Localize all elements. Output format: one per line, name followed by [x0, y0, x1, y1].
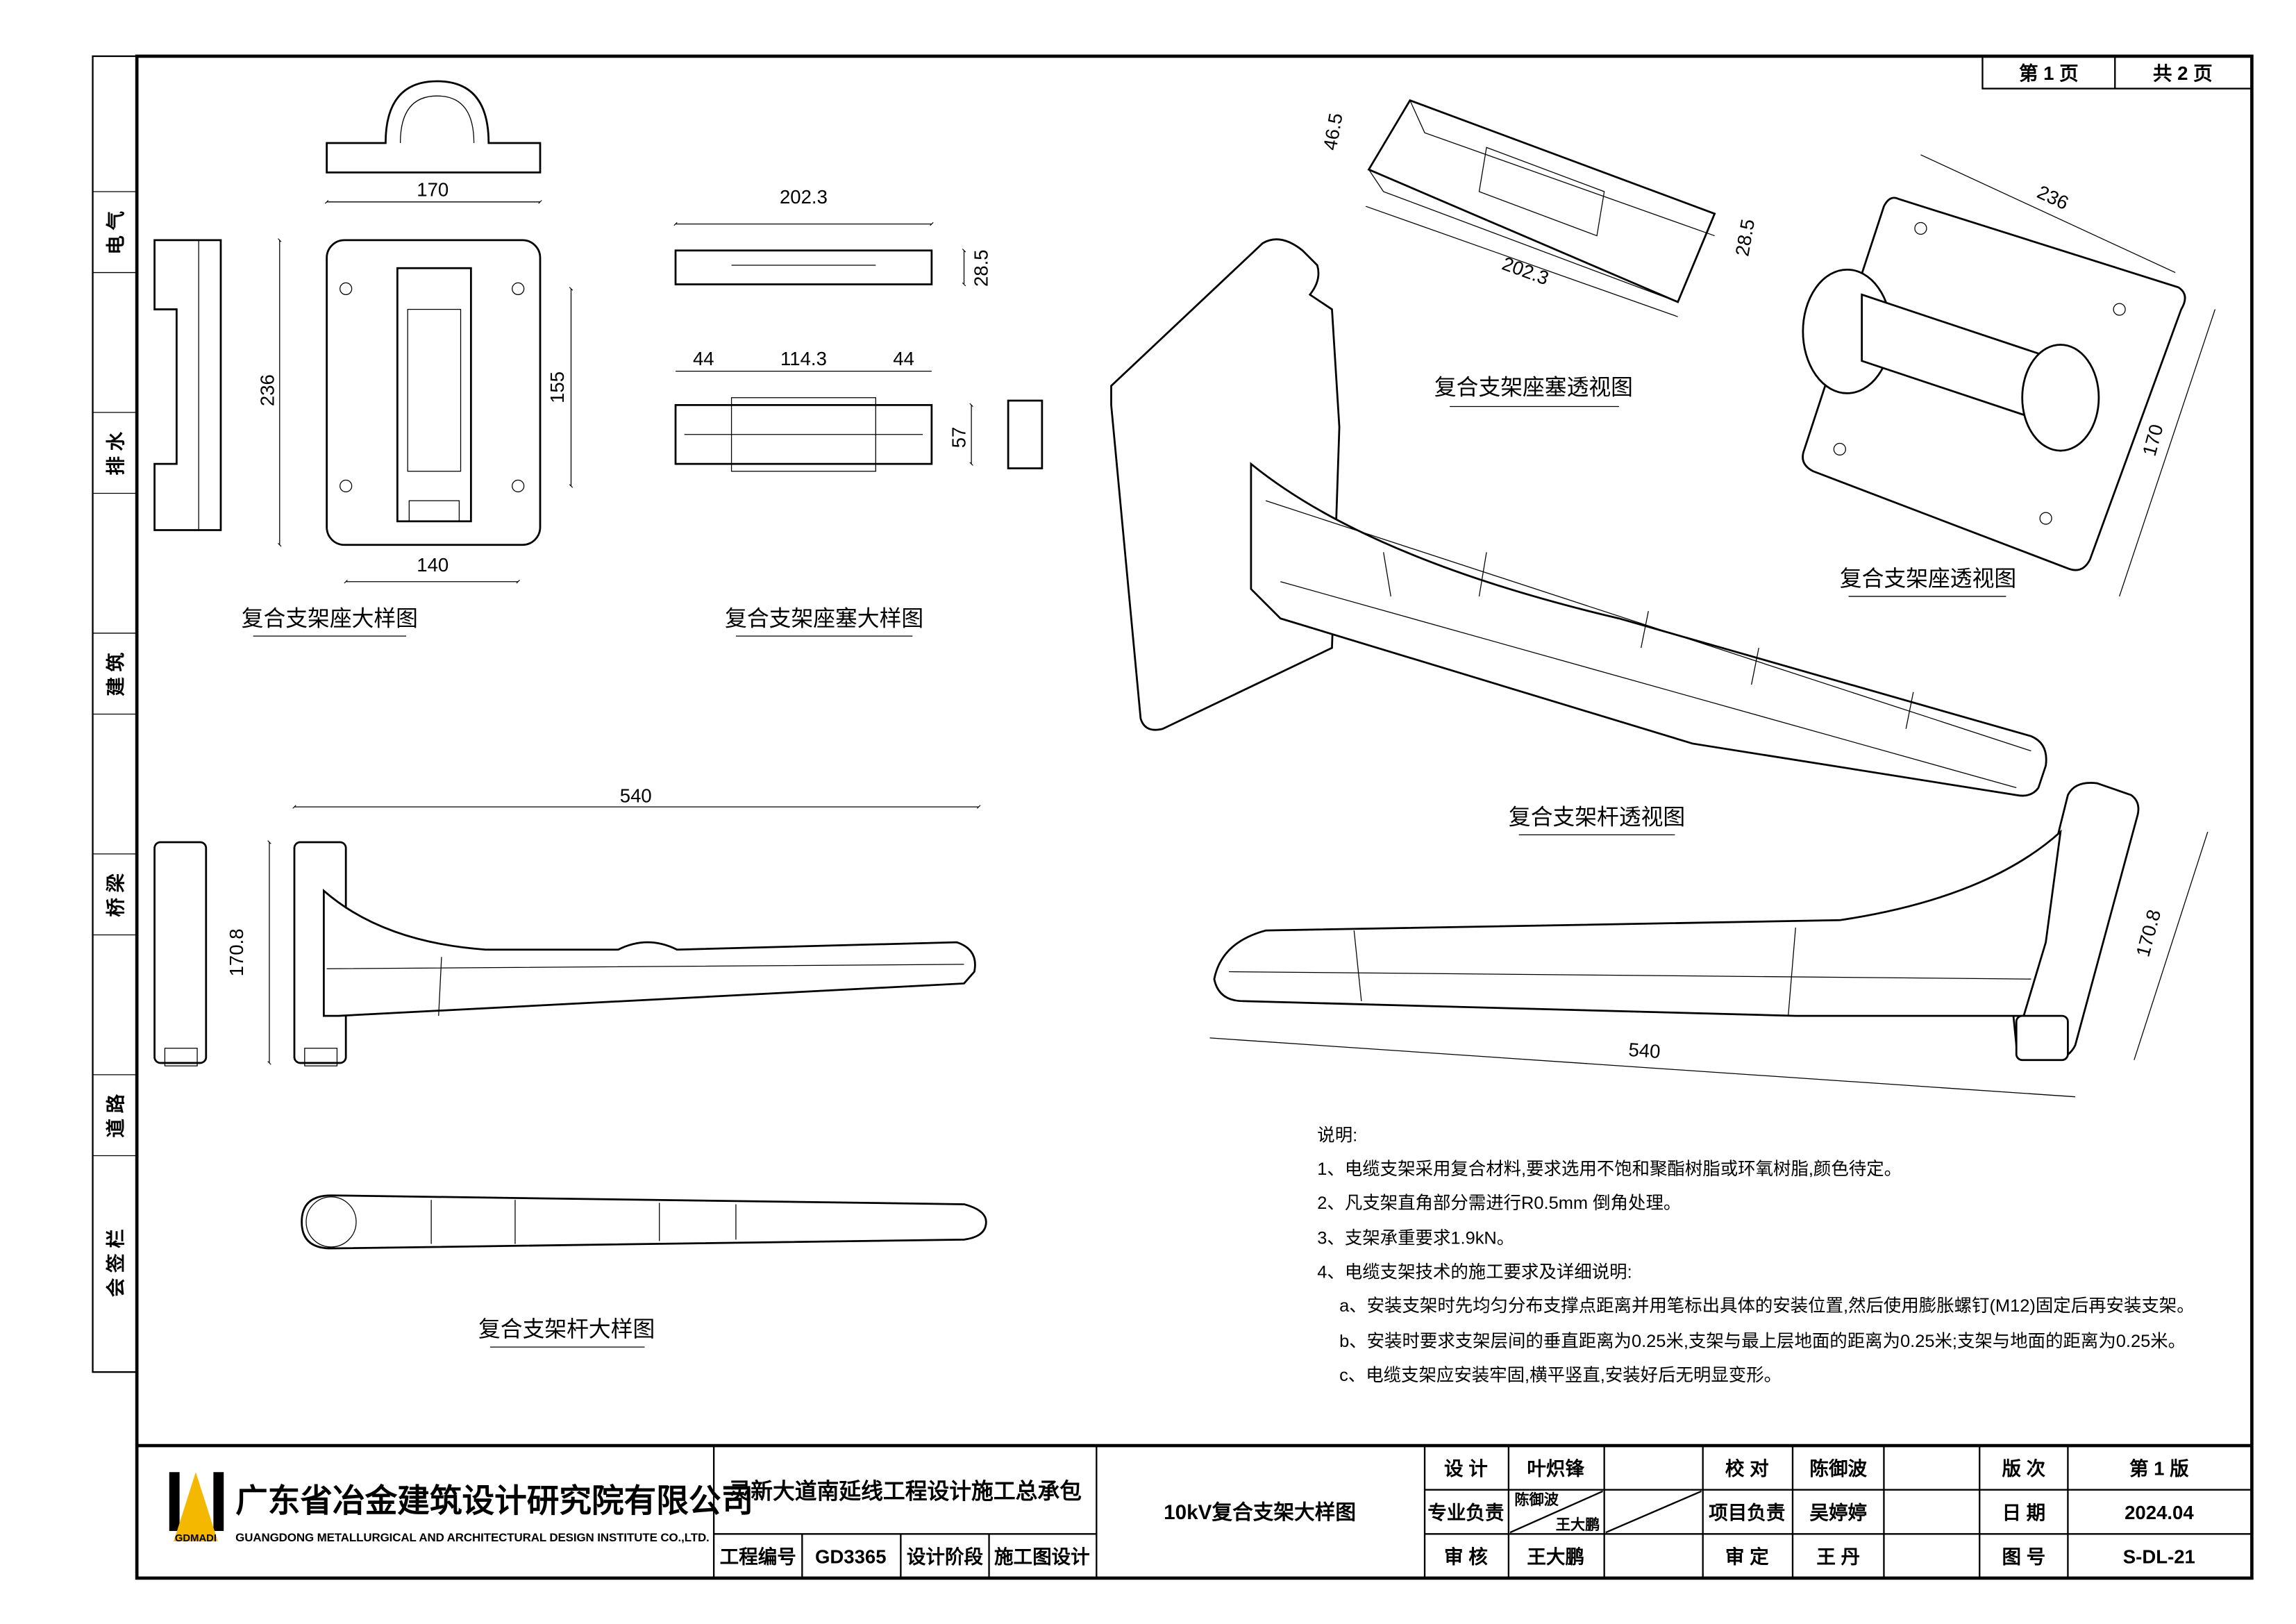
pm: 吴婷婷: [1809, 1502, 1867, 1523]
approve-label: 审 定: [1725, 1546, 1769, 1568]
design-notes: 说明: 1、电缆支架采用复合材料,要求选用不饱和聚酯树脂或环氧树脂,颜色待定。 …: [1317, 1125, 2194, 1385]
seat-detail-drawing: 170 236 155 140 复合支架座大样图: [153, 80, 573, 637]
sign-off-sidebar: 电 气 排 水 建 筑 桥 梁 道 路 会 签 栏: [92, 55, 138, 1373]
note-item: b、安装时要求支架层间的垂直距离为0.25米,支架与最上层地面的距离为0.25米…: [1339, 1332, 2186, 1351]
company-logo: GDMADI: [169, 1472, 224, 1544]
version: 第 1 版: [2129, 1458, 2189, 1480]
sidebar-label-architecture: 建 筑: [105, 652, 126, 696]
version-label: 版 次: [2002, 1458, 2045, 1480]
check-label: 校 对: [1725, 1458, 1769, 1480]
dim-plug-length: 202.3: [780, 186, 828, 208]
reviewer: 王大鹏: [1527, 1546, 1584, 1568]
dim-seat-height: 236: [256, 374, 278, 406]
drawing-title: 10kV复合支架大样图: [1164, 1500, 1356, 1524]
arm-perspective-drawing: 复合支架杆透视图: [1110, 238, 2047, 835]
sidebar-label-electrical: 电 气: [105, 211, 126, 255]
plug-perspective-drawing: 46.5 202.3 28.5 复合支架座塞透视图: [1319, 99, 1759, 408]
note-item: a、安装支架时先均匀分布支撑点距离并用笔标出具体的安装位置,然后使用膨胀螺钉(M…: [1339, 1296, 2195, 1316]
caption-plug-perspective: 复合支架座塞透视图: [1434, 375, 1633, 400]
dim-plug-persp-height: 46.5: [1319, 111, 1347, 151]
caption-arm-perspective: 复合支架杆透视图: [1509, 805, 1685, 830]
drawing-no-label: 图 号: [2002, 1546, 2045, 1568]
stage-value: 施工图设计: [994, 1546, 1090, 1568]
note-item: 1、电缆支架采用复合材料,要求选用不饱和聚酯树脂或环氧树脂,颜色待定。: [1317, 1160, 1902, 1179]
project-no: GD3365: [815, 1546, 887, 1568]
title-block: GDMADI 广东省冶金建筑设计研究院有限公司 GUANGDONG METALL…: [137, 1443, 2252, 1578]
caption-plug-detail: 复合支架座塞大样图: [725, 605, 923, 630]
sidebar-label-countersign: 会 签 栏: [105, 1229, 126, 1297]
notes-title: 说明:: [1317, 1125, 1357, 1145]
caption-arm-detail: 复合支架杆大样图: [478, 1316, 655, 1341]
dim-seat-width: 170: [417, 178, 449, 200]
dim-plug-persp-thickness: 28.5: [1731, 217, 1759, 258]
dim-plug-persp-length: 202.3: [1500, 253, 1552, 290]
page-total: 共 2 页: [2153, 62, 2213, 84]
dim-seat-persp-height: 170: [2138, 422, 2168, 458]
dim-plug-end-left: 44: [693, 348, 714, 369]
arm-perspective-dimensioned-drawing: 540 170.8: [1209, 782, 2209, 1098]
discipline-label: 专业负责: [1427, 1502, 1504, 1523]
dim-seat-hole-v: 155: [546, 371, 568, 403]
designer: 叶炽锋: [1527, 1458, 1584, 1480]
project-name: 灵新大道南延线工程设计施工总承包: [728, 1478, 1082, 1503]
dim-arm-persp-length: 540: [1628, 1039, 1661, 1062]
design-label: 设 计: [1444, 1458, 1488, 1480]
sidebar-label-bridge: 桥 梁: [105, 873, 126, 916]
date-label: 日 期: [2002, 1502, 2045, 1523]
company-name-cn: 广东省冶金建筑设计研究院有限公司: [235, 1482, 753, 1518]
approver: 王 丹: [1816, 1546, 1860, 1568]
page-current: 第 1 页: [2019, 62, 2079, 84]
note-item: 4、电缆支架技术的施工要求及详细说明:: [1317, 1262, 1632, 1282]
discipline-lead-1: 陈御波: [1514, 1491, 1559, 1508]
dim-arm-height: 170.8: [226, 928, 247, 976]
dim-plug-mid: 114.3: [780, 348, 827, 369]
dim-arm-length: 540: [620, 785, 652, 807]
caption-seat-detail: 复合支架座大样图: [242, 605, 418, 630]
dim-plug-width: 57: [948, 427, 970, 449]
drawing-no: S-DL-21: [2123, 1546, 2195, 1568]
project-no-label: 工程编号: [720, 1546, 796, 1568]
dim-seat-persp-width: 236: [2034, 181, 2072, 215]
dim-seat-hole-h: 140: [417, 554, 449, 576]
note-item: 2、凡支架直角部分需进行R0.5mm 倒角处理。: [1317, 1194, 1681, 1213]
sidebar-label-road: 道 路: [105, 1094, 126, 1137]
page-number-box: 第 1 页 共 2 页: [1981, 55, 2253, 90]
seat-perspective-drawing: 236 170 复合支架座透视图: [1802, 154, 2216, 597]
sidebar-label-drainage: 排 水: [105, 431, 126, 475]
note-item: 3、支架承重要求1.9kN。: [1317, 1229, 1514, 1248]
stage-label: 设计阶段: [907, 1546, 984, 1568]
dim-arm-persp-height: 170.8: [2131, 907, 2165, 960]
date: 2024.04: [2125, 1502, 2194, 1523]
logo-text: GDMADI: [175, 1533, 217, 1544]
company-name-en: GUANGDONG METALLURGICAL AND ARCHITECTURA…: [235, 1531, 710, 1544]
checker: 陈御波: [1809, 1458, 1867, 1480]
dim-plug-thickness: 28.5: [970, 249, 991, 287]
discipline-lead-2: 王大鹏: [1556, 1516, 1600, 1533]
pm-label: 项目负责: [1709, 1502, 1785, 1523]
caption-seat-perspective: 复合支架座透视图: [1840, 566, 2016, 591]
arm-detail-drawing: 540 170.8 复合支架杆大样图: [153, 785, 987, 1348]
note-item: c、电缆支架应安装牢固,横平竖直,安装好后无明显变形。: [1339, 1366, 1782, 1385]
plug-detail-drawing: 202.3 28.5 44 114.3 44 57 复合支架座塞大样图: [673, 186, 1044, 637]
review-label: 审 核: [1444, 1546, 1488, 1568]
dim-plug-end-right: 44: [893, 348, 914, 369]
